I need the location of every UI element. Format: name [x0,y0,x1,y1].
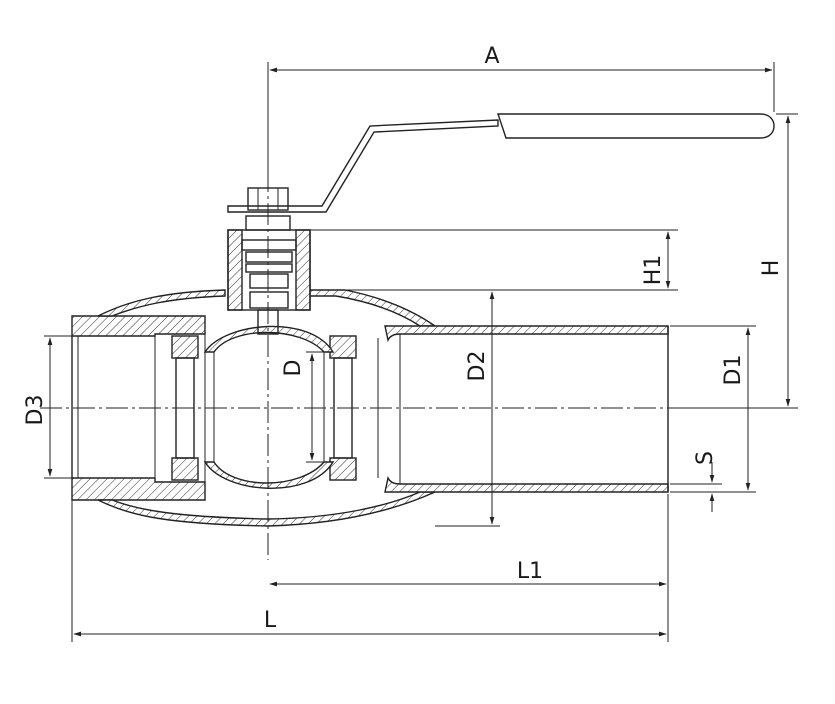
dimension-H1: H1 [310,229,678,291]
right-seat-top [329,335,357,359]
gland-right-wall [295,229,311,311]
label-S: S [693,451,718,465]
label-D: D [281,360,306,377]
dimension-L1: L1 [269,494,669,642]
label-H: H [759,260,784,277]
label-D1: D1 [721,355,746,386]
right-pipe-top-wall [384,325,669,343]
lever-grip [497,113,775,139]
dimension-H: H [680,113,798,409]
gland-left-wall [227,229,243,311]
lever-handle [227,113,775,213]
dimension-D1: D1 [670,325,756,493]
dimension-D2: D2 [345,289,500,527]
ball [203,325,335,489]
label-L: L [264,608,277,633]
left-end-top-wall [71,315,206,337]
body-upper-shell-right [299,289,438,327]
seats [171,335,357,481]
dimension-D: D [281,351,330,463]
stem-assembly [227,187,311,335]
body-upper-shell [97,289,226,317]
right-pipe-bottom-wall [384,475,669,493]
label-D2: D2 [465,351,490,382]
left-end-bottom-wall [71,477,206,501]
label-L1: L1 [517,559,543,584]
dimension-A: A [267,44,775,190]
label-D3: D3 [23,395,48,426]
dimension-D3: D3 [23,335,72,479]
label-A: A [484,44,499,69]
dimension-S: S [670,451,722,512]
left-seat-bottom [171,457,199,481]
label-H1: H1 [641,255,666,286]
dimension-L: L [71,500,667,642]
left-seat-top [171,335,199,359]
